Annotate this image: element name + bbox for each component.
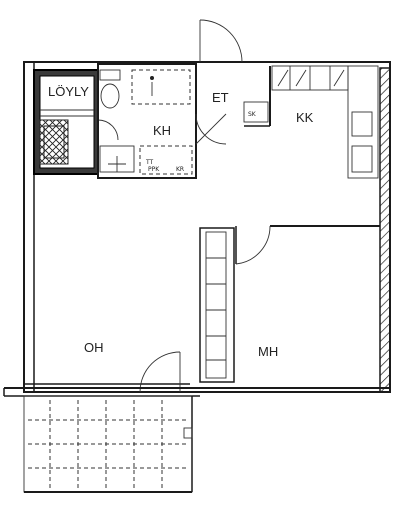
- fridge-icon: [351, 145, 373, 173]
- closet-label: SK: [248, 111, 257, 118]
- sauna-label: LÖYLY: [48, 84, 89, 99]
- balcony-door-swing: [139, 351, 181, 393]
- bedroom: MH: [235, 225, 380, 359]
- bedroom-label: MH: [258, 344, 278, 359]
- entrance-hall: ET SK: [199, 19, 271, 127]
- living-room: OH: [84, 340, 181, 393]
- wardrobe-column: [199, 227, 235, 383]
- entrance-label: ET: [212, 90, 229, 105]
- balcony: [3, 387, 390, 493]
- sauna-room: LÖYLY: [33, 69, 119, 175]
- closet-box: [243, 101, 269, 123]
- exterior-wall-insulation: [379, 67, 391, 393]
- stove-icon: [351, 111, 373, 137]
- kitchen: KK: [271, 65, 379, 179]
- toilet-tank-icon: [99, 69, 121, 81]
- toilet-icon: [100, 83, 120, 109]
- kitchen-side-counter: [347, 65, 379, 179]
- living-label: OH: [84, 340, 104, 355]
- kitchen-label: KK: [296, 110, 314, 125]
- washer-label: PPK: [148, 166, 160, 173]
- shower-head-icon: [150, 76, 154, 80]
- heater-label: TT: [145, 159, 154, 166]
- entrance-door-swing: [199, 19, 243, 63]
- bathroom: PPK KR TT KH: [97, 63, 227, 179]
- dryer-label: KR: [176, 166, 184, 173]
- bathroom-label: KH: [153, 123, 171, 138]
- bedroom-door-swing: [235, 225, 271, 265]
